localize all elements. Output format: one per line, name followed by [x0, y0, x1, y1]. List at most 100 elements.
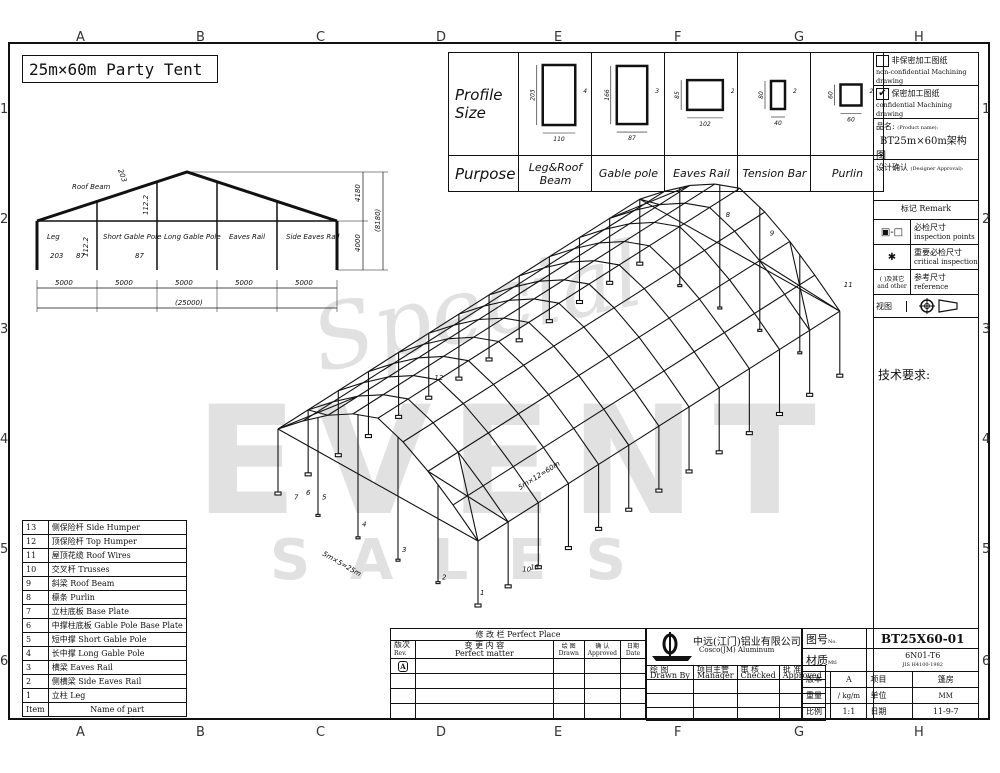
purlin [377, 187, 741, 419]
truss [789, 241, 811, 331]
grid-row-marker: 1 [0, 102, 9, 117]
base-plate [425, 395, 433, 400]
roof-beam [723, 332, 750, 369]
right-info-block: 非保密加工图纸 non-confidential Machining drawi… [873, 52, 979, 720]
purlin [352, 183, 716, 415]
part-name: 斜梁 Roof Beam [47, 576, 187, 591]
nonconfidential-option[interactable]: 非保密加工图纸 non-confidential Machining drawi… [874, 53, 978, 86]
part-number: 2 [22, 674, 49, 689]
grid-column-marker: G [794, 725, 805, 740]
conf-en: confidential Machining drawing [876, 101, 953, 118]
roof-beam [377, 417, 404, 443]
purlin [427, 240, 791, 472]
checkbox-checked-icon[interactable]: ✔ [876, 88, 889, 100]
roof-beam [739, 187, 766, 213]
base-plate [515, 338, 523, 343]
profile-thickness-dim: 2 [731, 88, 734, 95]
callout-number: 6 [306, 489, 311, 497]
weight-value: / kg/m [830, 687, 868, 705]
label-long-gable-pole: Long Gable Pole [164, 233, 221, 241]
grid-column-marker: A [76, 30, 85, 45]
confidential-option[interactable]: ✔ 保密加工图纸 confidential Machining drawing [874, 86, 978, 119]
grid-column-marker: H [914, 725, 924, 740]
roof-beam [407, 398, 434, 424]
callout-number: 5 [322, 493, 327, 501]
version-label: 版本 [801, 671, 832, 689]
legend-en: reference [914, 282, 949, 291]
roof-beam [654, 221, 680, 228]
revision-triangle-icon: A [398, 660, 408, 672]
part-name: 长中撑 Long Gable Pole [47, 646, 187, 661]
roof-beam [599, 240, 625, 244]
part-number: 8 [22, 590, 49, 605]
part-number: 7 [22, 604, 49, 619]
dim-total-height: (8180) [374, 208, 382, 232]
eaves-rail [639, 198, 841, 312]
base-plate [485, 357, 493, 362]
gable-base-plate [435, 581, 441, 585]
grid-row-marker: 5 [0, 542, 9, 557]
profile-outline [615, 64, 649, 125]
roof-beam [512, 466, 539, 504]
roof-beam [604, 223, 630, 230]
roof-beam [613, 307, 640, 338]
front-elevation-drawing: Roof Beam Leg Short Gable Pole Long Gabl… [35, 168, 388, 312]
company-name-en: Cosco(JM) Aluminum [699, 646, 775, 654]
grid-column-marker: H [914, 30, 924, 45]
roof-beam [488, 286, 515, 296]
base-plate [274, 491, 282, 496]
roof-beam [789, 241, 816, 276]
roof-beam [423, 338, 449, 345]
roof-beam [704, 250, 730, 281]
dim-bay: 5000 [295, 279, 313, 287]
view-label: 视图 [876, 300, 907, 312]
drawing-number: BT25X60-01 [866, 627, 979, 650]
callout-number: 7 [294, 494, 299, 502]
gable-base-plate [355, 536, 361, 540]
part-number: 9 [22, 576, 49, 591]
callout-number: 10 [522, 565, 531, 573]
purpose-cell: Leg&Roof Beam [518, 155, 593, 192]
callout-number: 2 [442, 573, 447, 581]
part-number: 5 [22, 632, 49, 647]
grid-row-marker: 6 [982, 654, 991, 669]
roof-beam [483, 299, 510, 307]
roof-beam [393, 357, 419, 365]
checkbox-unchecked-icon[interactable] [876, 55, 889, 67]
roof-beam [453, 318, 479, 326]
purlin [477, 310, 841, 542]
designer-label-en: (Designer Approval): [910, 166, 964, 172]
grid-row-marker: 5 [982, 542, 991, 557]
product-name: BT25m×60m架构图 [876, 136, 967, 162]
profile-outline [541, 63, 577, 126]
roof-beam [693, 351, 720, 389]
roof-beam [358, 394, 384, 397]
gable-base-plate [797, 351, 803, 355]
grid-row-marker: 4 [0, 432, 9, 447]
roof-beam [518, 413, 544, 448]
profile-outline [770, 79, 787, 110]
roof-beam [754, 313, 780, 350]
label-leg: Leg [47, 233, 60, 241]
roof-beam [487, 432, 514, 467]
dim-bay: 5000 [175, 279, 193, 287]
roof-beam [784, 293, 811, 331]
profile-width-dim: 87 [629, 135, 637, 142]
roof-beam [533, 298, 559, 304]
